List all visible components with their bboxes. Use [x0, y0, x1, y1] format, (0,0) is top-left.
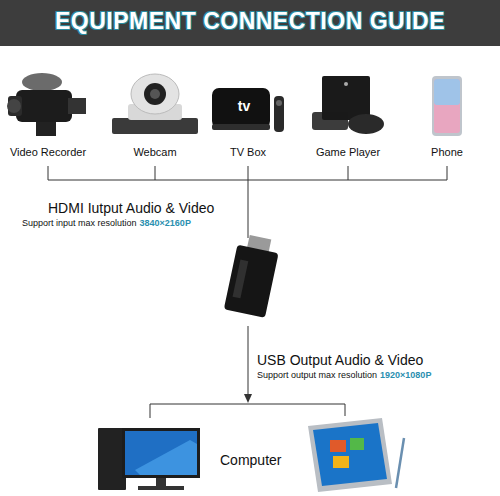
- game-console-icon: [312, 76, 384, 134]
- device-label: Webcam: [133, 146, 176, 159]
- webcam-icon: [112, 74, 198, 134]
- logo-text: tv: [238, 98, 250, 114]
- tablet-icon: [308, 418, 404, 492]
- desktop-icon: [98, 428, 200, 490]
- spec-note: Support input max resolution: [22, 218, 137, 228]
- device-label: Game Player: [316, 146, 380, 159]
- port-heading: USB Output Audio & Video: [257, 352, 423, 368]
- device-label: Computer: [220, 452, 281, 468]
- capture-card-icon: [224, 233, 281, 318]
- title-text: EQUIPMENT CONNECTION GUIDE: [0, 8, 500, 34]
- title-banner: [0, 0, 500, 46]
- device-label: Phone: [431, 146, 463, 159]
- spec-note: Support output max resolution: [257, 370, 377, 380]
- arrow-head: [244, 394, 252, 403]
- phone-icon: [432, 76, 462, 136]
- tv-box-icon: [212, 88, 284, 132]
- resolution-value: 1920×1080P: [380, 370, 431, 380]
- device-label: TV Box: [230, 146, 266, 159]
- resolution-value: 3840×2160P: [140, 218, 191, 228]
- device-label: Video Recorder: [10, 146, 86, 159]
- camcorder-icon: [7, 73, 86, 136]
- port-heading: HDMI Iutput Audio & Video: [48, 200, 214, 216]
